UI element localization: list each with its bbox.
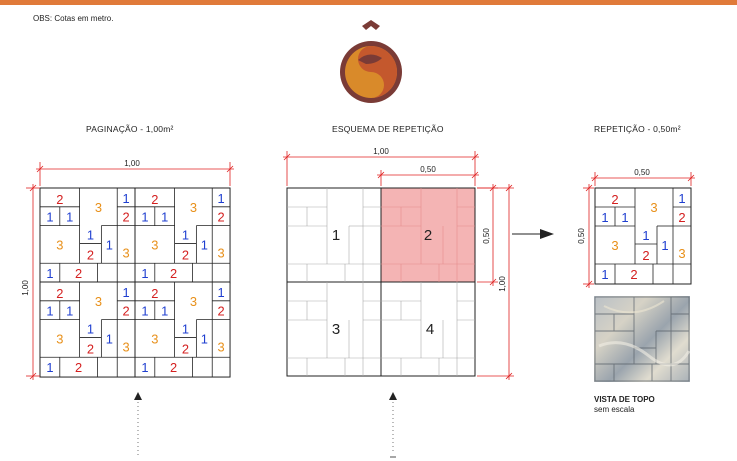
paginacao-height-label: 1,00 [21, 280, 30, 296]
quadrant-3-label: 3 [332, 321, 340, 338]
vista-de-topo-image [594, 296, 691, 382]
esquema-dimensions [283, 151, 514, 380]
brand-logo [340, 20, 402, 103]
paginacao-dimensions [26, 162, 234, 380]
pointer-arrow-middle [389, 392, 397, 458]
paginacao-grid [39, 187, 231, 378]
esquema-half-height-label: 0,50 [482, 228, 491, 244]
vista-label: VISTA DE TOPO [594, 395, 655, 404]
stone-texture [594, 296, 691, 382]
esquema-height-label: 1,00 [498, 276, 507, 292]
repeat-arrow-icon [512, 229, 554, 239]
paginacao-title: PAGINAÇÃO - 1,00m² [86, 124, 174, 134]
quadrant-2-label: 2 [424, 227, 432, 244]
repeticao-width-label: 0,50 [634, 168, 650, 177]
quadrant-4-label: 4 [426, 321, 434, 338]
repeticao-module [594, 187, 692, 285]
repeticao-title: REPETIÇÃO - 0,50m² [594, 124, 681, 134]
vista-scale-note: sem escala [594, 405, 635, 414]
esquema-title: ESQUEMA DE REPETIÇÃO [332, 124, 444, 134]
esquema-half-width-label: 0,50 [420, 165, 436, 174]
top-accent-bar [0, 0, 737, 5]
esquema-width-label: 1,00 [373, 147, 389, 156]
repeticao-height-label: 0,50 [577, 228, 586, 244]
dimension-note: OBS: Cotas em metro. [33, 14, 114, 23]
quadrant-1-label: 1 [332, 227, 340, 244]
pointer-arrow-left [134, 392, 142, 455]
paginacao-width-label: 1,00 [124, 159, 140, 168]
repeticao-dimensions [583, 172, 695, 288]
esquema-grid: 1 2 3 4 [286, 187, 476, 377]
